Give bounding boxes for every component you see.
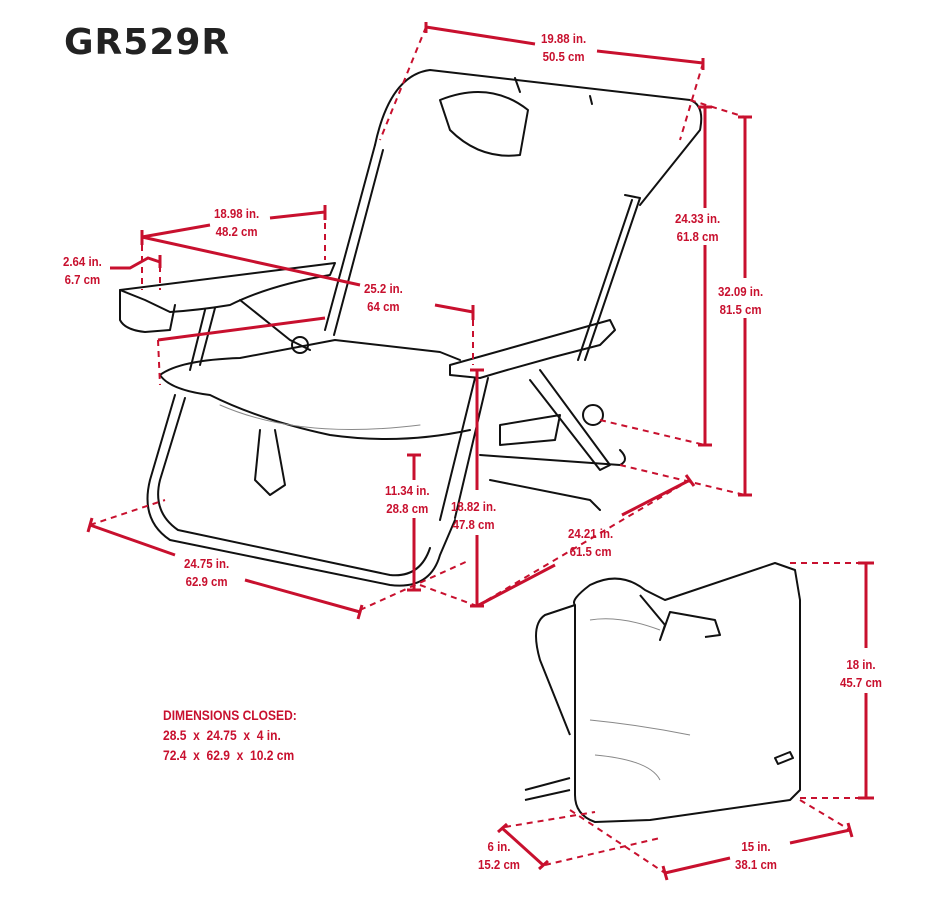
dim-cm: 15.2 cm	[478, 857, 520, 872]
dim-in: 32.09 in.	[718, 284, 764, 299]
dim-cm: 28.8 cm	[386, 501, 429, 516]
dim-in: 11.34 in.	[385, 483, 430, 498]
dim-back-height: 24.33 in. 61.8 cm	[675, 210, 720, 246]
dim-cm: 61.8 cm	[676, 229, 719, 244]
dim-in: 24.21 in.	[568, 526, 614, 541]
dim-cm: 48.2 cm	[215, 224, 258, 239]
dim-pack-width: 15 in. 38.1 cm	[735, 838, 777, 874]
model-title: GR529R	[64, 22, 231, 63]
closed-imperial: 28.5 x 24.75 x 4 in.	[163, 727, 281, 743]
dim-depth-diagonal: 25.2 in. 64 cm	[364, 280, 403, 316]
dim-seat-height: 11.34 in. 28.8 cm	[385, 482, 430, 518]
closed-heading: DIMENSIONS CLOSED:	[163, 707, 297, 723]
dim-cm: 62.9 cm	[185, 574, 228, 589]
dim-in: 19.88 in.	[541, 31, 587, 46]
dim-in: 24.33 in.	[675, 211, 721, 226]
dim-base-depth: 24.21 in. 61.5 cm	[568, 525, 613, 561]
dim-overall-height: 32.09 in. 81.5 cm	[718, 283, 763, 319]
dim-in: 18.98 in.	[214, 206, 260, 221]
dim-armrest-length: 18.98 in. 48.2 cm	[214, 205, 259, 241]
dim-arm-height: 18.82 in. 47.8 cm	[451, 498, 496, 534]
dim-cm: 45.7 cm	[840, 675, 882, 690]
dim-cm: 61.5 cm	[569, 544, 612, 559]
closed-metric: 72.4 x 62.9 x 10.2 cm	[163, 747, 295, 763]
dim-in: 2.64 in.	[63, 254, 102, 269]
dim-cm: 50.5 cm	[542, 49, 585, 64]
dim-cm: 81.5 cm	[719, 302, 762, 317]
dim-cm: 38.1 cm	[735, 857, 777, 872]
dim-cm: 6.7 cm	[64, 272, 101, 287]
dim-in: 24.75 in.	[184, 556, 230, 571]
dimension-lines	[86, 22, 874, 881]
dim-pack-depth: 6 in. 15.2 cm	[478, 838, 520, 874]
dim-cupholder-width: 2.64 in. 6.7 cm	[63, 253, 102, 289]
dim-pack-height: 18 in. 45.7 cm	[840, 656, 882, 692]
dim-in: 18 in.	[846, 657, 876, 672]
dim-cm: 47.8 cm	[452, 517, 495, 532]
dim-top-width: 19.88 in. 50.5 cm	[541, 30, 586, 66]
backpack-outline	[524, 562, 801, 823]
dim-in: 18.82 in.	[451, 499, 497, 514]
dim-cm: 64 cm	[367, 299, 400, 314]
dim-in: 15 in.	[741, 839, 771, 854]
dim-base-width: 24.75 in. 62.9 cm	[184, 555, 229, 591]
dimensions-closed-block: DIMENSIONS CLOSED: 28.5 x 24.75 x 4 in. …	[163, 705, 297, 765]
dim-in: 6 in.	[487, 839, 511, 854]
dim-in: 25.2 in.	[364, 281, 403, 296]
